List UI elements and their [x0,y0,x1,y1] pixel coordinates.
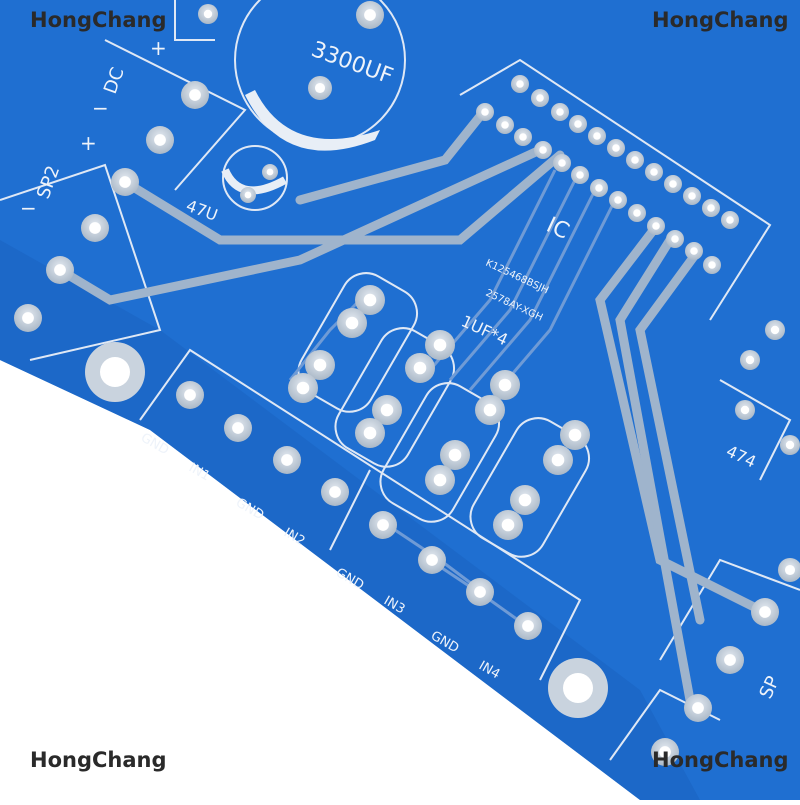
pad-hole [659,746,671,758]
watermark-bottom-left: HongChang [30,748,167,772]
pad-hole [759,606,771,618]
pad-hole [770,325,780,335]
pad-hole [568,428,582,442]
pad-hole [377,519,389,531]
pad-hole [536,94,544,102]
pad-hole [501,121,509,129]
pad-hole [724,654,736,666]
pad-hole [671,235,679,243]
pad-hole [363,426,377,440]
pad-hole [593,132,601,140]
mounting-holes [85,342,608,718]
pad-hole [576,171,584,179]
pad-hole [296,381,310,395]
pad-hole [745,355,755,365]
watermark-bottom-right: HongChang [652,748,789,772]
pad-hole [232,422,244,434]
sp-plus: + [80,131,97,155]
pad-hole [556,108,564,116]
cap-polarity-band [245,90,380,151]
pad-hole [363,293,377,307]
pad-hole [558,159,566,167]
pad-hole [516,80,524,88]
pad-hole [650,168,658,176]
pad-hole [345,316,359,330]
pad-hole [539,146,547,154]
pad-hole [726,216,734,224]
pad-hole [483,403,497,417]
pad-hole [89,222,101,234]
pad-hole [708,261,716,269]
pad-hole [498,378,512,392]
pad-hole [380,403,394,417]
pad-hole [518,493,532,507]
pad-hole [551,453,565,467]
pad-hole [22,312,34,324]
pad-hole [519,133,527,141]
pad-hole [740,405,750,415]
pad-hole [595,184,603,192]
pad-hole [614,196,622,204]
pad-hole [184,389,196,401]
pad-hole [692,702,704,714]
pad-hole [54,264,66,276]
watermark-top-left: HongChang [30,8,167,32]
pad-hole [612,144,620,152]
pad-hole [448,448,462,462]
pad-hole [154,134,166,146]
pad-hole [690,247,698,255]
pad-hole [481,108,489,116]
pad-hole [652,222,660,230]
pad-hole [413,361,427,375]
pad-hole [707,204,715,212]
dc-plus: + [150,36,167,60]
pad-hole [244,191,252,199]
pad-hole [633,209,641,217]
watermark-top-right: HongChang [652,8,789,32]
pad-hole [688,192,696,200]
dc-minus: − [92,96,109,120]
pad-hole [314,82,326,94]
pad-hole [474,586,486,598]
pad-hole [501,518,515,532]
copper-traces [55,105,765,705]
pad-hole [433,338,447,352]
pad-hole [426,554,438,566]
pad-hole [574,120,582,128]
pad-hole [433,473,447,487]
pad-hole [631,156,639,164]
pcb-board-shade [0,240,700,800]
pad-hole [669,180,677,188]
pad-hole [119,176,131,188]
pad-hole [522,620,534,632]
pad-hole [784,564,796,576]
pad-hole [313,358,327,372]
pad-hole [785,440,795,450]
pad-hole [364,9,376,21]
pad-hole [203,9,213,19]
pad-hole [329,486,341,498]
solder-pads [14,1,800,766]
sp-minus: − [20,196,37,220]
pad-hole [189,89,201,101]
pad-hole [281,454,293,466]
pad-hole [266,168,274,176]
